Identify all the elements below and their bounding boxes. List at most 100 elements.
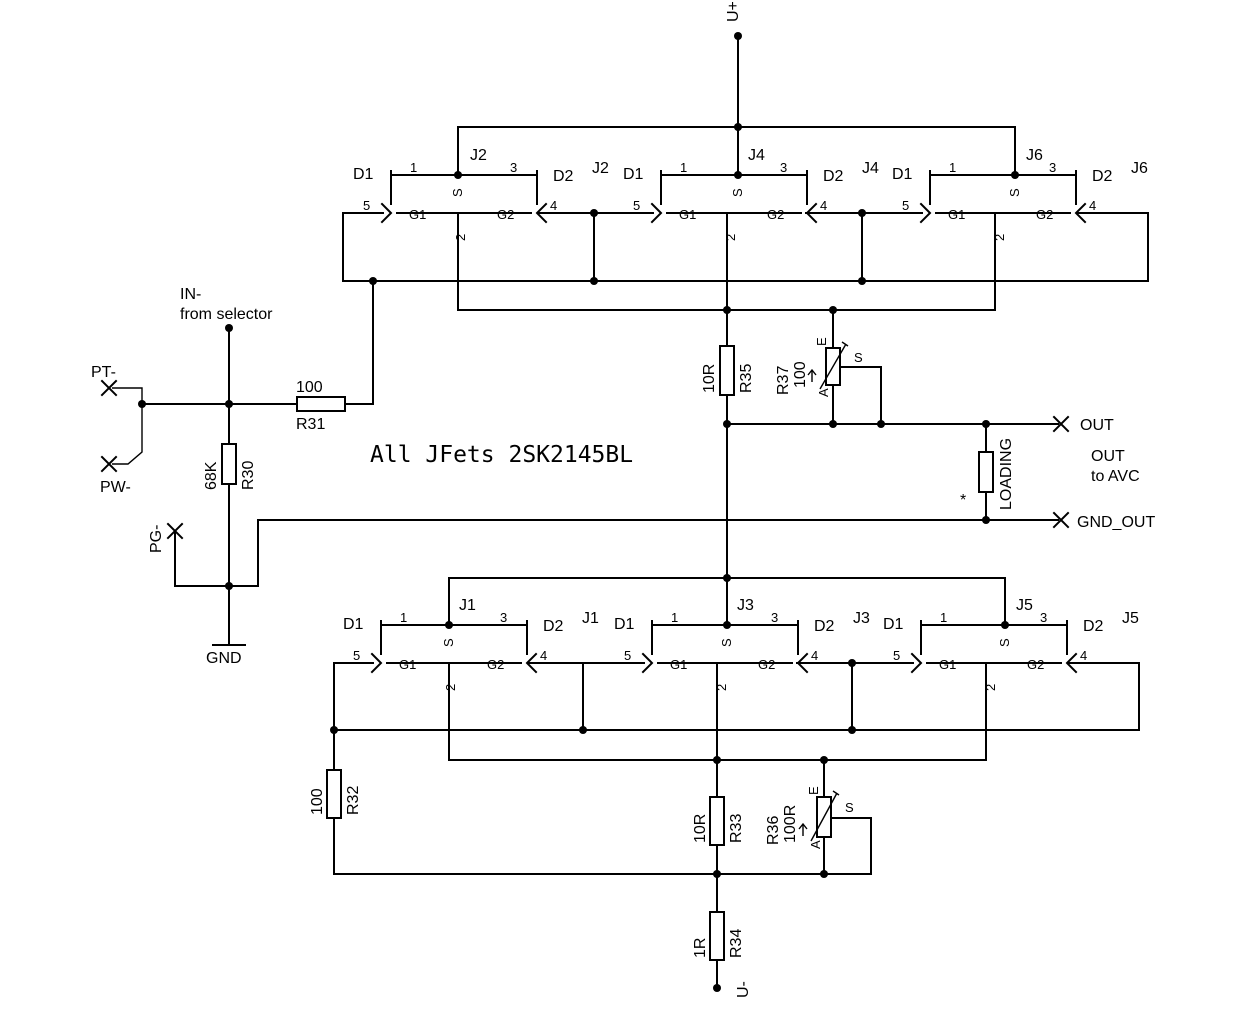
- pin-5: 5: [624, 648, 631, 663]
- pin-1: 1: [949, 160, 956, 175]
- trimmer-r36[interactable]: S E A R36 100R: [765, 786, 854, 849]
- pin-g1: G1: [670, 657, 687, 672]
- pin-g1: G1: [939, 657, 956, 672]
- pin-d2: D2: [543, 618, 564, 635]
- r35-ref: R35: [738, 364, 755, 393]
- trimmer-r37[interactable]: S E A R37 100: [775, 337, 863, 397]
- pin-3: 3: [1040, 610, 1047, 625]
- resistor-r32[interactable]: 100 R32: [309, 769, 362, 819]
- diagram-title: All JFets 2SK2145BL: [370, 442, 633, 468]
- junctions: [138, 32, 990, 992]
- resistor-r30[interactable]: 68K R30: [203, 443, 257, 490]
- pin-d2: D2: [1083, 618, 1104, 635]
- source-node: [445, 621, 453, 629]
- jfet-ref-tag: J2: [592, 160, 609, 177]
- jfet-ref: J3: [737, 597, 754, 614]
- gate-arrow-icon: [1065, 652, 1078, 674]
- terminal-out[interactable]: OUT: [1052, 415, 1114, 434]
- r37-ref: R37: [775, 366, 792, 395]
- pin-s: S: [441, 638, 456, 647]
- gate-arrow-icon: [910, 652, 923, 674]
- loading-mark: *: [960, 492, 966, 509]
- r36-ref: R36: [765, 816, 782, 845]
- pin-2: 2: [983, 684, 998, 691]
- cross-icon: [100, 379, 118, 397]
- pin-4: 4: [540, 648, 547, 663]
- r36-pin-e: E: [806, 786, 821, 795]
- jfet-ref-tag: J6: [1131, 160, 1148, 177]
- pin-g1: G1: [948, 207, 965, 222]
- pin-1: 1: [400, 610, 407, 625]
- pin-g1: G1: [399, 657, 416, 672]
- resistor-loading[interactable]: LOADING *: [960, 438, 1015, 510]
- cross-icon: [100, 455, 118, 473]
- out-note-line2: to AVC: [1091, 468, 1140, 485]
- pin-5: 5: [893, 648, 900, 663]
- source-node: [1011, 171, 1019, 179]
- pt-label: PT-: [91, 364, 116, 381]
- pin-2: 2: [443, 684, 458, 691]
- pin-5: 5: [353, 648, 360, 663]
- gate-arrow-icon: [650, 202, 663, 224]
- jfet-ref: J1: [459, 597, 476, 614]
- gate-arrow-icon: [535, 202, 548, 224]
- cross-icon: [166, 522, 184, 540]
- loading-ref: LOADING: [998, 438, 1015, 510]
- resistor-r31[interactable]: 100 R31: [296, 379, 346, 433]
- pin-s: S: [997, 638, 1012, 647]
- gate-arrow-icon: [805, 202, 818, 224]
- pin-2: 2: [723, 234, 738, 241]
- pin-3: 3: [1049, 160, 1056, 175]
- terminal-pg[interactable]: PG-: [148, 522, 184, 553]
- source-node: [1001, 621, 1009, 629]
- r34-ref: R34: [728, 929, 745, 958]
- r31-value: 100: [296, 379, 323, 396]
- resistor-r35[interactable]: 10R R35: [701, 345, 755, 396]
- terminal-pt[interactable]: PT-: [91, 364, 118, 397]
- pin-g2: G2: [497, 207, 514, 222]
- r34-value: 1R: [692, 938, 709, 958]
- r33-ref: R33: [728, 814, 745, 843]
- pg-label: PG-: [148, 525, 165, 553]
- pin-g2: G2: [758, 657, 775, 672]
- resistor-r34[interactable]: 1R R34: [692, 911, 745, 961]
- resistor-r33[interactable]: 10R R33: [692, 796, 745, 846]
- pin-3: 3: [510, 160, 517, 175]
- pin-d2: D2: [814, 618, 835, 635]
- jfet-ref-tag: J5: [1122, 610, 1139, 627]
- terminal-gnd-out[interactable]: GND_OUT: [1052, 511, 1155, 531]
- r31-ref: R31: [296, 416, 325, 433]
- pin-d1: D1: [353, 166, 374, 183]
- r36-value: 100R: [782, 805, 799, 843]
- cross-icon: [1052, 511, 1070, 529]
- jfet-ref-tag: J1: [582, 610, 599, 627]
- pin-5: 5: [363, 198, 370, 213]
- supply-positive-label: U+: [725, 1, 742, 22]
- r37-pin-a: A: [816, 388, 831, 397]
- pin-5: 5: [633, 198, 640, 213]
- pin-s: S: [450, 188, 465, 197]
- source-node: [734, 171, 742, 179]
- gate-arrow-icon: [919, 202, 932, 224]
- r35-value: 10R: [701, 364, 718, 393]
- pin-d2: D2: [823, 168, 844, 185]
- r37-pin-s: S: [854, 350, 863, 365]
- out-label: OUT: [1080, 417, 1114, 434]
- source-node: [454, 171, 462, 179]
- jfet-ref-tag: J4: [862, 160, 879, 177]
- pin-g1: G1: [679, 207, 696, 222]
- input-sublabel: from selector: [180, 306, 273, 323]
- pin-2: 2: [453, 234, 468, 241]
- terminal-pw[interactable]: PW-: [100, 455, 131, 496]
- pin-d1: D1: [343, 616, 364, 633]
- r37-value: 100: [792, 361, 809, 388]
- out-note-line1: OUT: [1091, 448, 1125, 465]
